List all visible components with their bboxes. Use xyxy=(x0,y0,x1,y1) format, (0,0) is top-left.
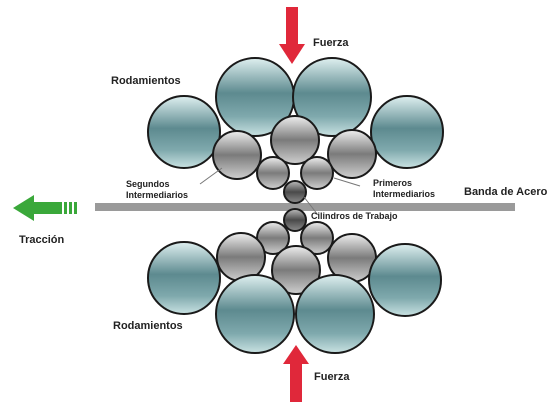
intermediate-roll xyxy=(300,156,334,190)
steel-strip xyxy=(95,203,515,211)
bottom-second-intermediate-rolls xyxy=(216,232,377,295)
force-arrow-down-icon xyxy=(279,7,305,64)
traction-label: Tracción xyxy=(19,234,65,246)
top-second-intermediate-rolls xyxy=(212,115,377,180)
intermediate-roll xyxy=(327,129,377,179)
second-intermediates-label-line1: Segundos xyxy=(126,179,170,189)
intermediate-roll xyxy=(212,130,262,180)
bearings-bottom-label: Rodamientos xyxy=(113,320,183,332)
bearing-roll xyxy=(292,57,372,137)
first-intermediates-label-line1: Primeros xyxy=(373,178,412,188)
first-intermediates-label-line2: Intermediarios xyxy=(373,189,435,199)
intermediate-roll xyxy=(271,245,321,295)
work-rolls-label: Cilindros de Trabajo xyxy=(311,211,398,221)
top-bearing-rolls xyxy=(147,57,444,169)
bearing-roll xyxy=(370,95,444,169)
bearing-roll xyxy=(295,274,375,354)
top-first-intermediate-rolls xyxy=(256,156,334,190)
leader-line-work-rolls xyxy=(303,196,319,216)
top-work-roll xyxy=(283,180,307,204)
leader-line-first-intermediates xyxy=(333,177,361,187)
leader-lines xyxy=(199,167,361,216)
bearing-roll xyxy=(147,241,221,315)
force-top-label: Fuerza xyxy=(313,37,349,49)
traction-arrow-left-icon xyxy=(13,195,77,221)
force-bottom-label: Fuerza xyxy=(314,371,350,383)
bearing-roll xyxy=(147,95,221,169)
steel-strip-label: Banda de Acero xyxy=(464,186,548,198)
intermediate-roll xyxy=(216,232,266,282)
intermediate-roll xyxy=(256,156,290,190)
intermediate-roll xyxy=(270,115,320,165)
second-intermediates-label-line2: Intermediarios xyxy=(126,190,188,200)
leader-line-second-intermediates xyxy=(199,167,223,185)
force-arrow-up-icon xyxy=(283,345,309,402)
bottom-work-roll xyxy=(283,208,307,232)
bearings-top-label: Rodamientos xyxy=(111,75,181,87)
bottom-bearing-rolls xyxy=(147,241,442,354)
intermediate-roll xyxy=(300,221,334,255)
bearing-roll xyxy=(368,243,442,317)
bearing-roll xyxy=(215,274,295,354)
